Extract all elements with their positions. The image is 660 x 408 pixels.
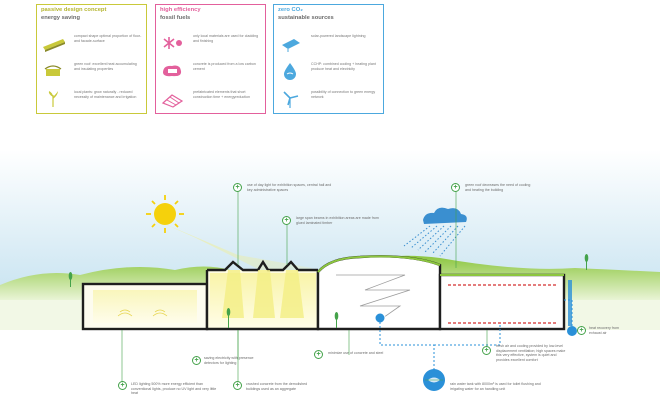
legend-item-text: green roof: excellent heat accumulating … [74, 62, 137, 71]
legend-item-text: possibility of connection to green energ… [311, 90, 376, 99]
legend-high-efficiency: high efficiency fossil fuels only local … [155, 4, 266, 114]
legend-item: only local materials are used for claddi… [160, 33, 263, 57]
exhibition-hall [205, 259, 320, 331]
co2-concrete-icon [163, 65, 182, 77]
legend-title: passive design concept [41, 7, 107, 13]
callout-marker: + [451, 183, 460, 192]
legend-item-text: concrete is produced from a low carbon c… [193, 62, 256, 71]
green-roof-icon [44, 65, 62, 76]
callout-heat-recovery: heat recovery from exhaust air [589, 326, 619, 335]
left-wing [81, 282, 209, 331]
legend-item: CCHP: combined cooling + heating plant p… [278, 61, 381, 85]
callout-marker: + [192, 356, 201, 365]
legend-subtitle: energy saving [41, 15, 80, 21]
legend-item: green roof: excellent heat accumulating … [41, 61, 144, 85]
legend-item-text: only local materials are used for claddi… [193, 34, 259, 43]
legend-title: high efficiency [160, 7, 201, 13]
legend-passive-design: passive design concept energy saving com… [36, 4, 147, 114]
legend-item-text: compact shape optimal proportion of floo… [74, 34, 142, 43]
legend-item-text: solar-powered landscape lightning [311, 34, 366, 38]
callout-marker: + [577, 326, 586, 335]
callout-marker: + [314, 350, 323, 359]
callout-presence-detectors: saving electricity with presence detecto… [204, 356, 254, 365]
callout-led-lighting: LED lighting 500% more energy efficient … [131, 382, 217, 395]
wind-turbine-icon [283, 91, 299, 108]
legend-item: concrete is produced from a low carbon c… [160, 61, 263, 85]
legend-item: prefabricated elements that short constr… [160, 89, 263, 113]
legend-item: solar-powered landscape lightning [278, 33, 381, 57]
callout-timber-beams: large span beams in exhibition areas are… [296, 216, 379, 225]
callout-marker: + [233, 183, 242, 192]
timber-icon [163, 37, 182, 49]
legend-item: possibility of connection to green energ… [278, 89, 381, 113]
callout-marker: + [282, 216, 291, 225]
legend-item: compact shape optimal proportion of floo… [41, 33, 144, 57]
callout-crushed-concrete: crushed concrete from the demolished bui… [246, 382, 308, 391]
trees [68, 254, 589, 328]
callout-concrete-steel: minimize use of concrete and steel [328, 351, 384, 355]
callout-marker: + [118, 381, 127, 390]
water-drop-icon [284, 63, 296, 80]
callout-rain-water-tank: rain water tank with 8000m³ is used for … [450, 382, 541, 391]
callout-marker: + [482, 346, 491, 355]
legend-item: local plants: grow naturally - reduced n… [41, 89, 144, 113]
legend-subtitle: fossil fuels [160, 15, 191, 21]
leader-lines [121, 186, 488, 386]
legend-item-text: prefabricated elements that short constr… [193, 90, 251, 99]
legend-item-text: local plants: grow naturally - reduced n… [74, 90, 137, 99]
legend-item-text: CCHP: combined cooling + heating plant p… [311, 62, 376, 71]
callout-fresh-air: fresh air and cooling provided by low-le… [496, 344, 566, 362]
callout-marker: + [233, 381, 242, 390]
sun-icon [146, 195, 184, 233]
legend-subtitle: sustainable sources [278, 15, 334, 21]
callout-green-roof: green roof decreases the need of cooling… [465, 183, 531, 192]
prefab-elements-icon [161, 94, 184, 108]
legend-title: zero CO₂ [278, 7, 303, 13]
right-wing [438, 273, 566, 331]
plants-icon [48, 91, 58, 107]
heat-recovery-icon [567, 280, 577, 336]
callout-daylight: use of day light for exhibition spaces, … [247, 183, 332, 192]
slim-building-icon [43, 39, 65, 52]
legend-zero-co2: zero CO₂ sustainable sources solar-power… [273, 4, 384, 114]
solar-panel-icon [282, 39, 300, 52]
